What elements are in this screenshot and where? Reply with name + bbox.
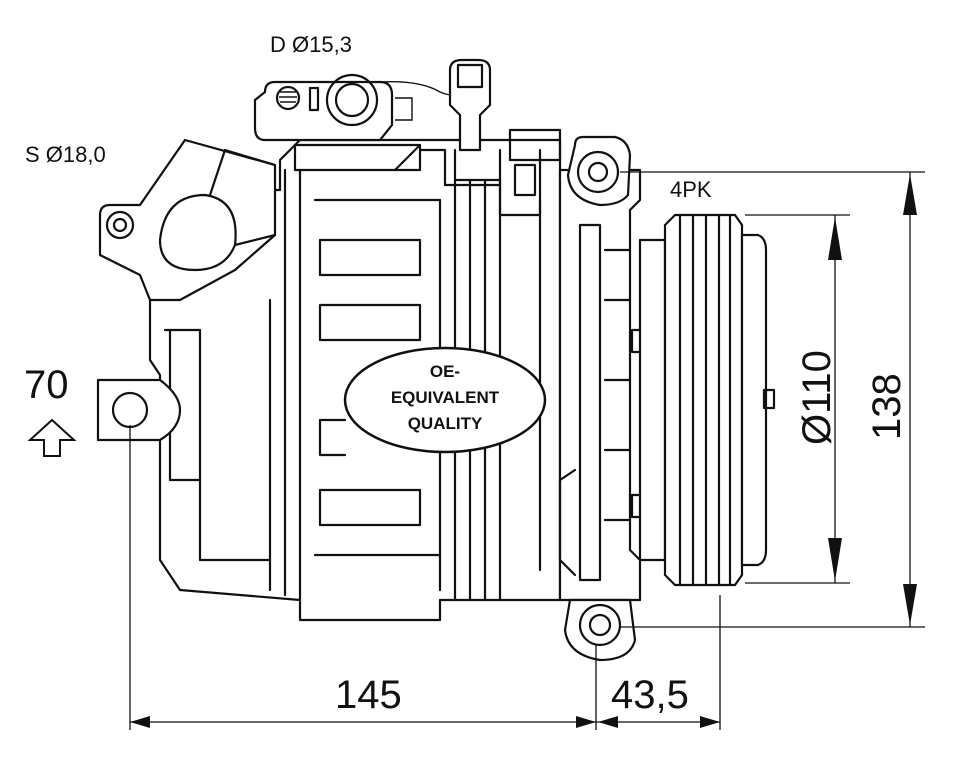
discharge-port-label: D Ø15,3 [270,32,352,57]
mount-ear-top [566,135,632,207]
extension-lines [129,171,925,730]
dimension-110 [828,215,842,583]
discharge-port-fitting [253,73,413,142]
oe-quality-badge [343,346,547,454]
connector [379,58,562,217]
badge-line-2: EQUIVALENT [391,388,500,407]
mount-offset-label: 70 [24,363,69,407]
badge-line-1: OE- [430,362,460,381]
mount-ear-bottom [563,598,637,662]
pulley-type-label: 4PK [670,177,712,202]
badge-line-3: QUALITY [408,414,483,433]
body-length-label: 145 [335,673,402,717]
pulley [638,213,776,587]
dimension-138 [903,172,917,627]
pulley-diameter-label: Ø110 [795,350,839,445]
overall-height-label: 138 [865,373,909,440]
suction-port-fitting [98,138,277,302]
pulley-length-label: 43,5 [611,673,689,717]
mount-lug-left [96,378,182,442]
dimension-145 [130,716,596,728]
suction-port-label: S Ø18,0 [25,142,106,167]
front-plate [558,168,652,602]
dimension-43-5 [596,716,720,728]
up-arrow-icon [27,418,77,457]
